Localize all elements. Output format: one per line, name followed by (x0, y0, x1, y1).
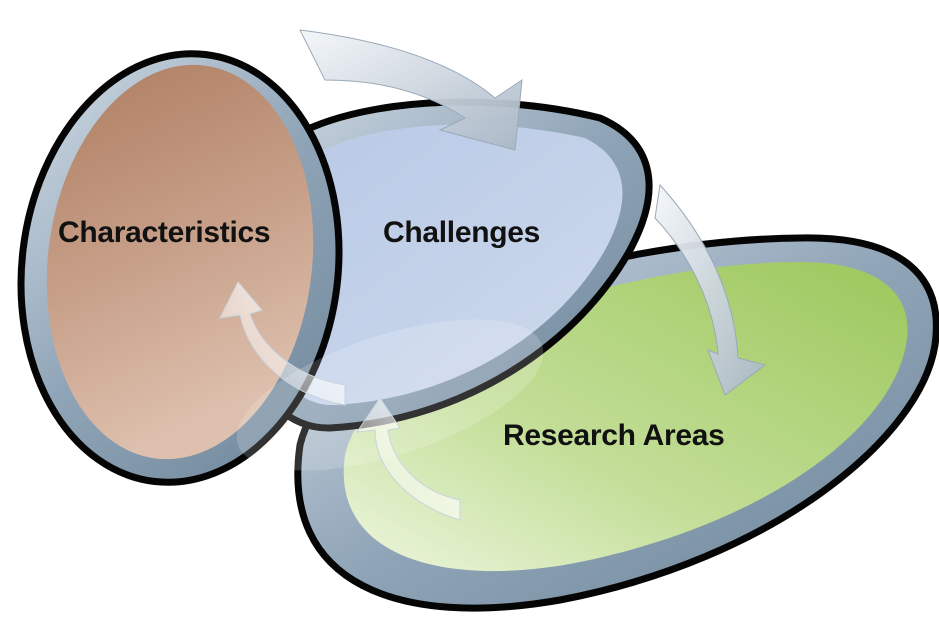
curved-arrow-icon (299, 29, 523, 151)
arrow-challenges-to-research-areas (654, 183, 767, 396)
label-research-areas: Research Areas (503, 419, 725, 452)
arrow-characteristics-to-challenges (299, 29, 523, 151)
challenges-fill (255, 124, 623, 406)
characteristics-fill (46, 64, 314, 460)
curved-arrow-icon (219, 281, 346, 406)
center-glow (236, 319, 544, 471)
curved-arrow-icon (355, 397, 461, 521)
label-characteristics: Characteristics (58, 216, 270, 249)
curved-arrow-icon (654, 183, 767, 396)
label-challenges: Challenges (383, 216, 540, 249)
arrow-research-areas-to-characteristics (219, 281, 461, 521)
node-characteristics (17, 50, 343, 486)
